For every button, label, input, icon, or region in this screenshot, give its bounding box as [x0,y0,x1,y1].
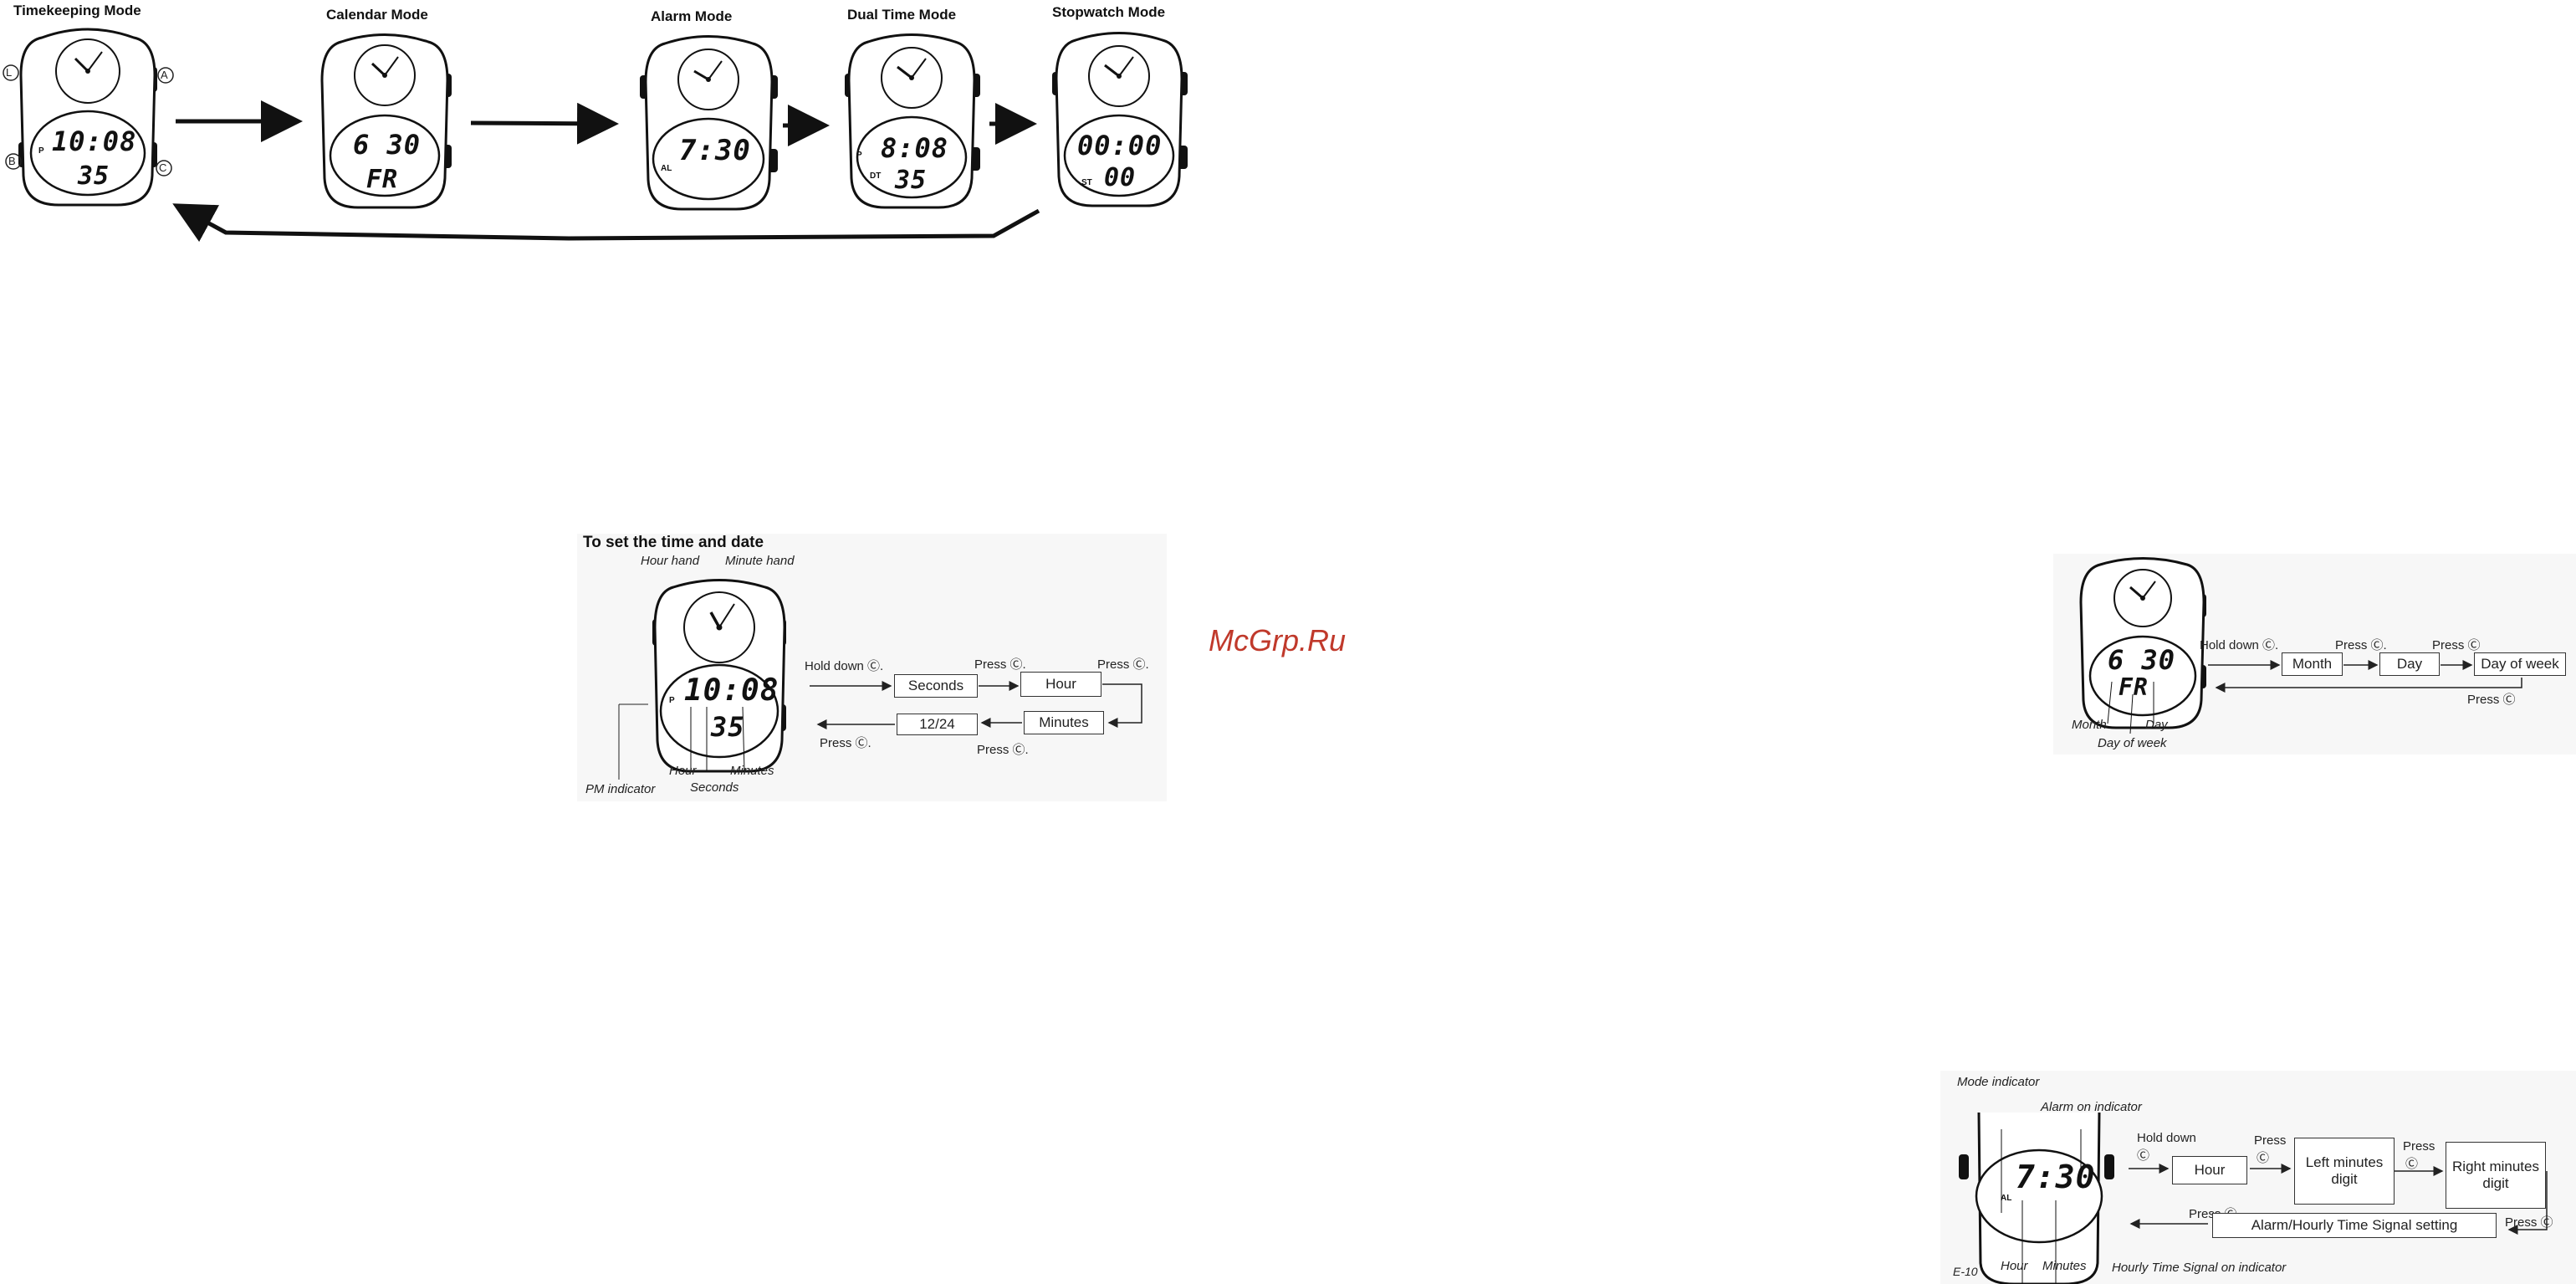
lcd-top-calendar-set: 6 30 [2108,644,2176,676]
lcd-bottom-calendar: FR [366,165,399,194]
box-alarm-hourly-setting: Alarm/Hourly Time Signal setting [2212,1213,2497,1238]
lcd-top-dual-time: 8:08 [881,132,949,164]
lcd-bottom-time-date: 35 [711,711,745,743]
watch-dual-time [845,33,980,209]
button-b-label: B [8,155,16,167]
calendar-set-press-2: Press Ⓒ [2432,638,2481,652]
watch-time-date [652,579,786,773]
label-minutes: Minutes [730,764,774,778]
lcd-top-alarm: 7:30 [679,134,751,167]
calendar-set-flow-arrows [2208,660,2522,693]
watch-alarm [640,35,778,211]
box-left-minutes-digit: Left minutes digit [2294,1138,2395,1205]
box-right-minutes-digit: Right minutes digit [2446,1142,2546,1209]
alarm-set-hold-down-c: Ⓒ [2137,1148,2150,1163]
box-day-of-week: Day of week [2474,652,2566,676]
mode-title-stopwatch: Stopwatch Mode [1052,4,1166,20]
lcd-top-time-date: 10:08 [684,673,779,708]
lcd-top-alarm-set: 7:30 [2016,1159,2096,1195]
label-alarm-hour: Hour [2001,1259,2028,1273]
minute-hand-label: Minute hand [725,554,795,568]
box-month: Month [2282,652,2343,676]
box-seconds: Seconds [894,674,978,698]
button-a-label: A [161,69,168,81]
calendar-set-press-1: Press Ⓒ. [2335,638,2387,652]
label-pm-indicator: PM indicator [585,782,656,796]
dual-time-indicator: DT [870,171,882,181]
time-date-press-4: Press Ⓒ. [820,736,871,750]
time-date-hold-down: Hold down Ⓒ. [805,659,884,673]
watch-calendar-set [2079,557,2206,734]
alarm-set-press-4: Press Ⓒ [2505,1215,2553,1230]
lcd-top-calendar: 6 30 [353,129,422,161]
label-hour: Hour [669,764,697,778]
watch-alarm-set [1959,1112,2114,1284]
box-12-24: 12/24 [897,714,978,735]
label-month: Month [2072,718,2107,732]
box-day: Day [2379,652,2440,676]
hour-hand-label: Hour hand [641,554,700,568]
button-l-icon [3,64,19,81]
button-l-label: L [6,66,13,79]
label-seconds: Seconds [690,780,739,795]
watch-timekeeping [18,28,157,207]
time-date-press-3: Press Ⓒ. [977,743,1029,757]
lcd-bottom-dual-time: 35 [895,166,928,195]
watch-calendar [320,33,452,209]
mode-title-alarm: Alarm Mode [651,8,733,24]
button-c-icon [156,160,172,176]
watch-stopwatch [1052,32,1188,207]
alarm-set-press-2: Press [2403,1139,2435,1154]
button-b-icon [5,153,22,170]
lcd-bottom-calendar-set: FR [2119,673,2149,701]
mode-title-calendar: Calendar Mode [326,7,428,23]
time-date-title: To set the time and date [583,534,764,551]
mode-title-timekeeping: Timekeeping Mode [13,3,141,18]
alarm-set-press-1: Press [2254,1133,2287,1148]
stopwatch-indicator: ST [1081,178,1092,187]
label-day: Day [2145,718,2168,732]
label-mode-indicator: Mode indicator [1957,1075,2040,1089]
pm-indicator: P [38,146,44,156]
lcd-top-timekeeping: 10:08 [52,125,137,157]
alarm-set-hold-down: Hold down [2137,1131,2196,1145]
time-date-flow-arrows [618,681,1142,780]
alarm-set-press-2-c: Ⓒ [2405,1157,2419,1171]
box-alarm-hour: Hour [2172,1156,2247,1184]
label-alarm-minutes: Minutes [2042,1259,2087,1273]
mode-title-dual-time: Dual Time Mode [847,7,957,23]
label-alarm-on-indicator: Alarm on indicator [2041,1100,2142,1114]
time-date-pm-indicator: P [669,696,675,705]
lcd-bottom-timekeeping: 35 [78,161,110,191]
label-day-of-week: Day of week [2098,736,2167,750]
page-number: E-10 [1953,1265,1978,1278]
box-hour: Hour [1020,672,1101,697]
button-a-icon [157,67,174,84]
box-minutes: Minutes [1024,711,1104,734]
time-date-press-2: Press Ⓒ. [1097,657,1149,672]
lcd-bottom-stopwatch: 00 [1104,163,1137,192]
forward-arrows [172,100,1040,243]
time-date-press-1: Press Ⓒ. [974,657,1026,672]
alarm-set-press-1-c: Ⓒ [2257,1151,2270,1165]
watermark: McGrp.Ru [1209,623,1347,657]
dual-time-pm-indicator: P [856,151,862,160]
button-c-label: C [159,161,167,174]
label-hourly-signal-indicator: Hourly Time Signal on indicator [2112,1261,2287,1275]
alarm-indicator: AL [661,164,672,173]
alarm-set-indicator: AL [2001,1194,2012,1203]
lcd-top-stopwatch: 00:00 [1077,130,1163,161]
calendar-set-hold-down: Hold down Ⓒ. [2200,638,2279,652]
calendar-set-press-3: Press Ⓒ [2467,693,2516,707]
